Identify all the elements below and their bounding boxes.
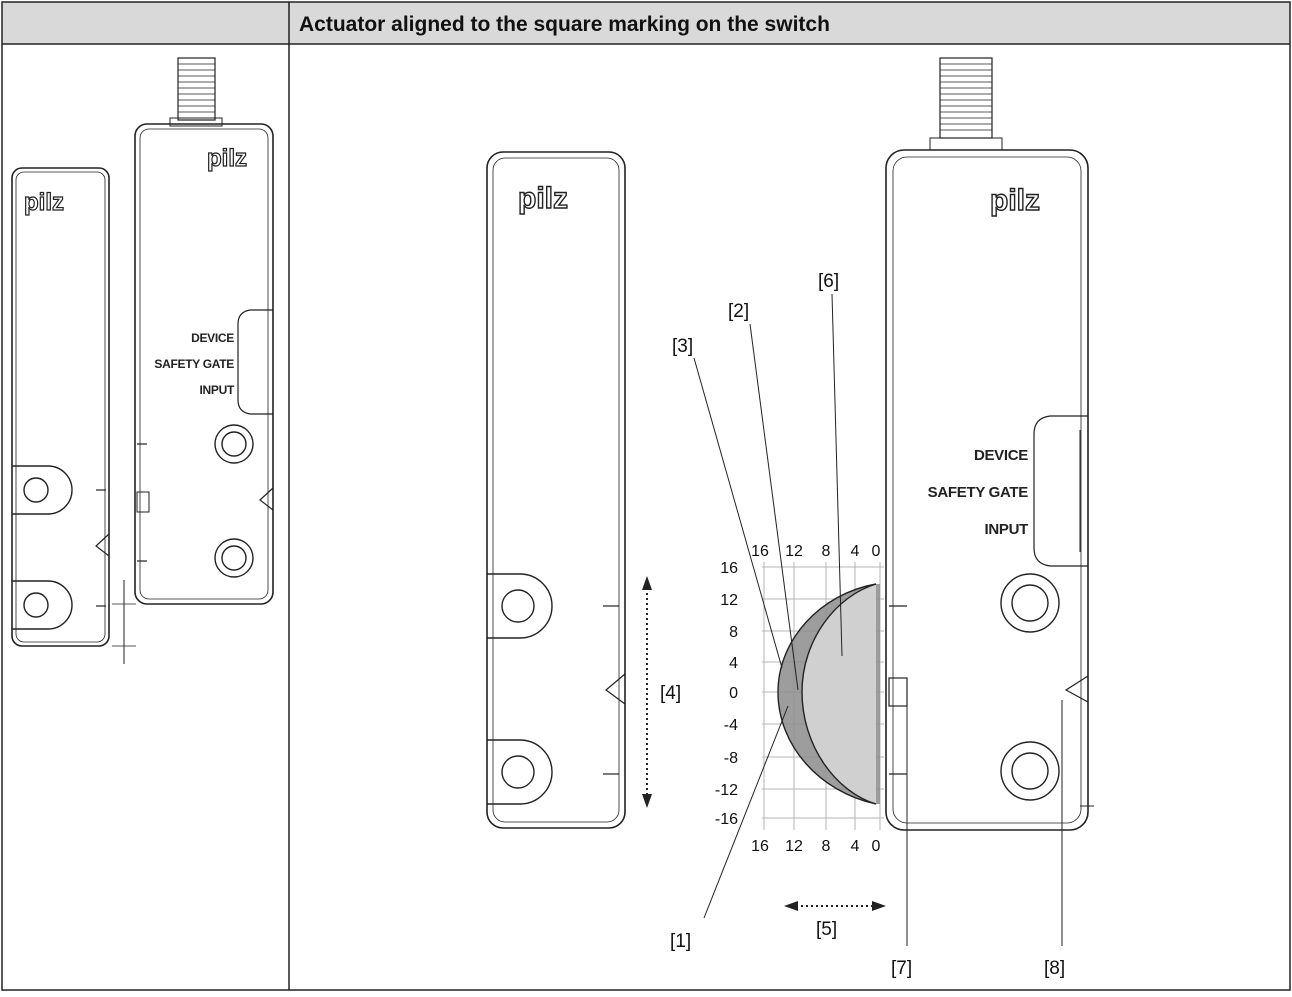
y-tick-16: 16 (720, 560, 738, 577)
left-switch-triangle-mark (259, 487, 274, 511)
left-switch-text-safety-gate: SAFETY GATE (154, 357, 234, 371)
left-switch-connector-base (169, 117, 223, 127)
y-tick-4: 4 (729, 655, 738, 672)
right-switch-inner (892, 156, 1082, 824)
left-switch-text-device: DEVICE (191, 331, 234, 345)
x-bottom-tick-12: 12 (785, 838, 803, 855)
leader-6 (831, 293, 843, 657)
left-switch-body (134, 123, 274, 605)
switch-on-curve (801, 583, 877, 805)
left-actuator-hole-bottom (23, 592, 49, 618)
callout-6: [6] (818, 271, 839, 292)
right-actuator-hole-top (501, 589, 535, 623)
right-switch: pilz DEVICE SAFETY GATE INPUT (885, 57, 1094, 831)
left-switch-connector-thread (178, 63, 215, 113)
y-tick-minus-16: -16 (715, 811, 738, 828)
left-switch-mount-hole-2 (214, 538, 254, 578)
left-switch-logo: pilz (207, 145, 247, 172)
y-tick-minus-8: -8 (724, 750, 738, 767)
left-switch-led-window (237, 309, 273, 415)
left-actuator-logo: pilz (24, 189, 64, 216)
x-tick-labels-bottom: 16 12 8 4 0 (751, 838, 880, 855)
right-switch-text-input: INPUT (984, 521, 1028, 538)
x-tick-labels-top: 16 12 8 4 0 (751, 543, 880, 560)
leader-3 (693, 357, 783, 669)
left-dimension (112, 580, 136, 664)
right-switch-text-safety-gate: SAFETY GATE (928, 484, 1029, 501)
callout-2: [2] (728, 301, 749, 322)
x-bottom-tick-8: 8 (822, 838, 831, 855)
right-switch-text-device: DEVICE (974, 447, 1028, 464)
left-switch-text-input: INPUT (199, 383, 234, 397)
right-actuator-inner (492, 157, 620, 823)
header-row (2, 2, 1290, 44)
callout-7: [7] (891, 958, 912, 979)
x-bottom-tick-16: 16 (751, 838, 769, 855)
switch-off-curve (777, 583, 877, 805)
callout-1: [1] (670, 931, 691, 952)
right-actuator-ear-top (487, 573, 553, 639)
leader-2 (749, 323, 799, 691)
callout-labels: [1] [2] [3] [4] [5] [6] [7] [8] (660, 271, 1065, 979)
callout-3: [3] (672, 336, 693, 357)
switch-on-zone (802, 584, 876, 804)
y-tick-8: 8 (729, 624, 738, 641)
x-bottom-tick-4: 4 (851, 838, 860, 855)
left-switch-connector (177, 57, 216, 121)
right-switch-mount-hole-1 (1000, 573, 1060, 633)
header-right: Actuator aligned to the square marking o… (299, 13, 830, 36)
callout-8: [8] (1044, 958, 1065, 979)
left-actuator-inner (15, 171, 106, 643)
x-top-tick-12: 12 (785, 543, 803, 560)
callout-4: [4] (660, 683, 681, 704)
left-actuator-ear-bottom (12, 580, 73, 630)
y-tick-0: 0 (729, 685, 738, 702)
right-actuator: pilz (486, 151, 626, 829)
left-actuator-body (11, 167, 110, 647)
right-panel: pilz (486, 57, 1094, 979)
x-top-tick-4: 4 (851, 543, 860, 560)
left-switch-inner (139, 128, 269, 600)
y-tick-labels: 16 12 8 4 0 -4 -8 -12 -16 (715, 560, 738, 828)
leader-1 (703, 705, 789, 919)
left-switch-square-marking (136, 491, 150, 513)
right-switch-body (885, 149, 1089, 831)
right-switch-led-window (1033, 415, 1088, 567)
x-top-tick-16: 16 (751, 543, 769, 560)
left-actuator-ear-top (12, 465, 73, 515)
callout-5: [5] (816, 919, 837, 940)
right-switch-connector-thread (940, 63, 992, 131)
callout-leaders (693, 293, 1063, 946)
right-actuator-ear-bottom (487, 739, 553, 805)
y-tick-minus-4: -4 (724, 717, 738, 734)
vertical-range-arrow (642, 576, 652, 808)
x-top-tick-8: 8 (822, 543, 831, 560)
x-bottom-tick-0: 0 (872, 838, 881, 855)
right-switch-connector-base (929, 137, 1003, 151)
right-actuator-logo: pilz (518, 182, 568, 215)
right-actuator-hole-bottom (501, 755, 535, 789)
right-switch-triangle-mark (1064, 675, 1089, 703)
left-actuator: pilz (11, 167, 110, 647)
left-switch-mount-hole-1 (214, 424, 254, 464)
right-switch-square-marking (888, 677, 908, 707)
left-actuator-hole-top (23, 477, 49, 503)
y-tick-minus-12: -12 (715, 782, 738, 799)
right-actuator-triangle-mark (605, 673, 626, 705)
x-top-tick-0: 0 (872, 543, 881, 560)
left-actuator-triangle-mark (95, 533, 110, 557)
horizontal-range-arrow (784, 901, 886, 911)
left-panel: pilz pi (11, 57, 274, 664)
switching-range-grid: 16 12 8 4 0 -4 -8 -12 -16 16 12 8 4 0 16… (715, 543, 884, 855)
left-switch: pilz DEVICE SAFETY GATE INPUT (134, 57, 274, 605)
right-switch-logo: pilz (990, 184, 1040, 217)
right-switch-mount-hole-2 (1000, 741, 1060, 801)
y-tick-12: 12 (720, 592, 738, 609)
right-actuator-body (486, 151, 626, 829)
